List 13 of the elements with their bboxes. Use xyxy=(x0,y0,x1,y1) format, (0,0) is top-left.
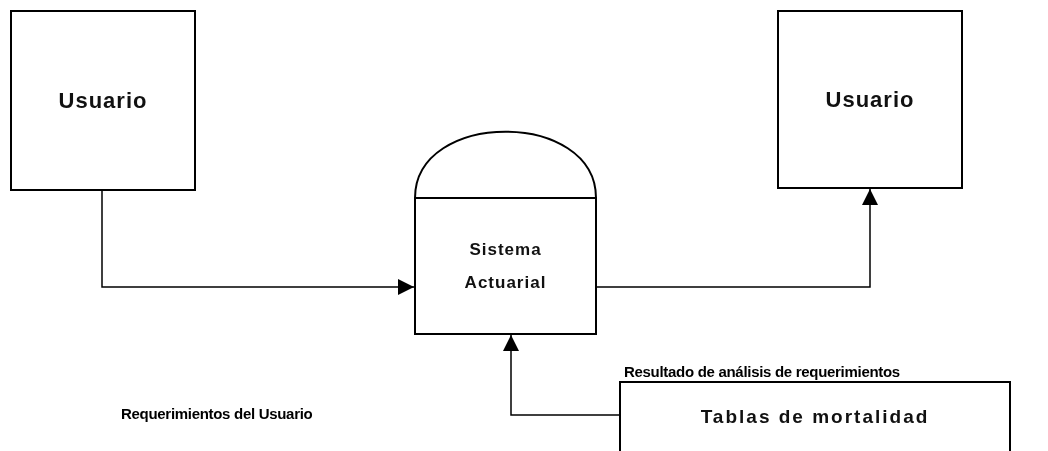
node-label: Usuario xyxy=(824,85,916,114)
storage-symbol xyxy=(414,130,597,335)
node-label: Sistema Actuarial xyxy=(463,239,548,294)
arrow xyxy=(503,334,620,416)
entity-box xyxy=(10,10,196,191)
node-label: Tablas de mortalidad xyxy=(699,404,931,429)
arrow xyxy=(101,190,415,295)
flow-label: Requerimientos del Usuario xyxy=(121,405,313,422)
arrow xyxy=(596,188,878,288)
entity-box xyxy=(619,381,1011,451)
entity-box xyxy=(777,10,963,189)
flow-label: Resultado de análisis de requerimientos xyxy=(624,363,900,380)
node-label: Usuario xyxy=(57,86,149,115)
